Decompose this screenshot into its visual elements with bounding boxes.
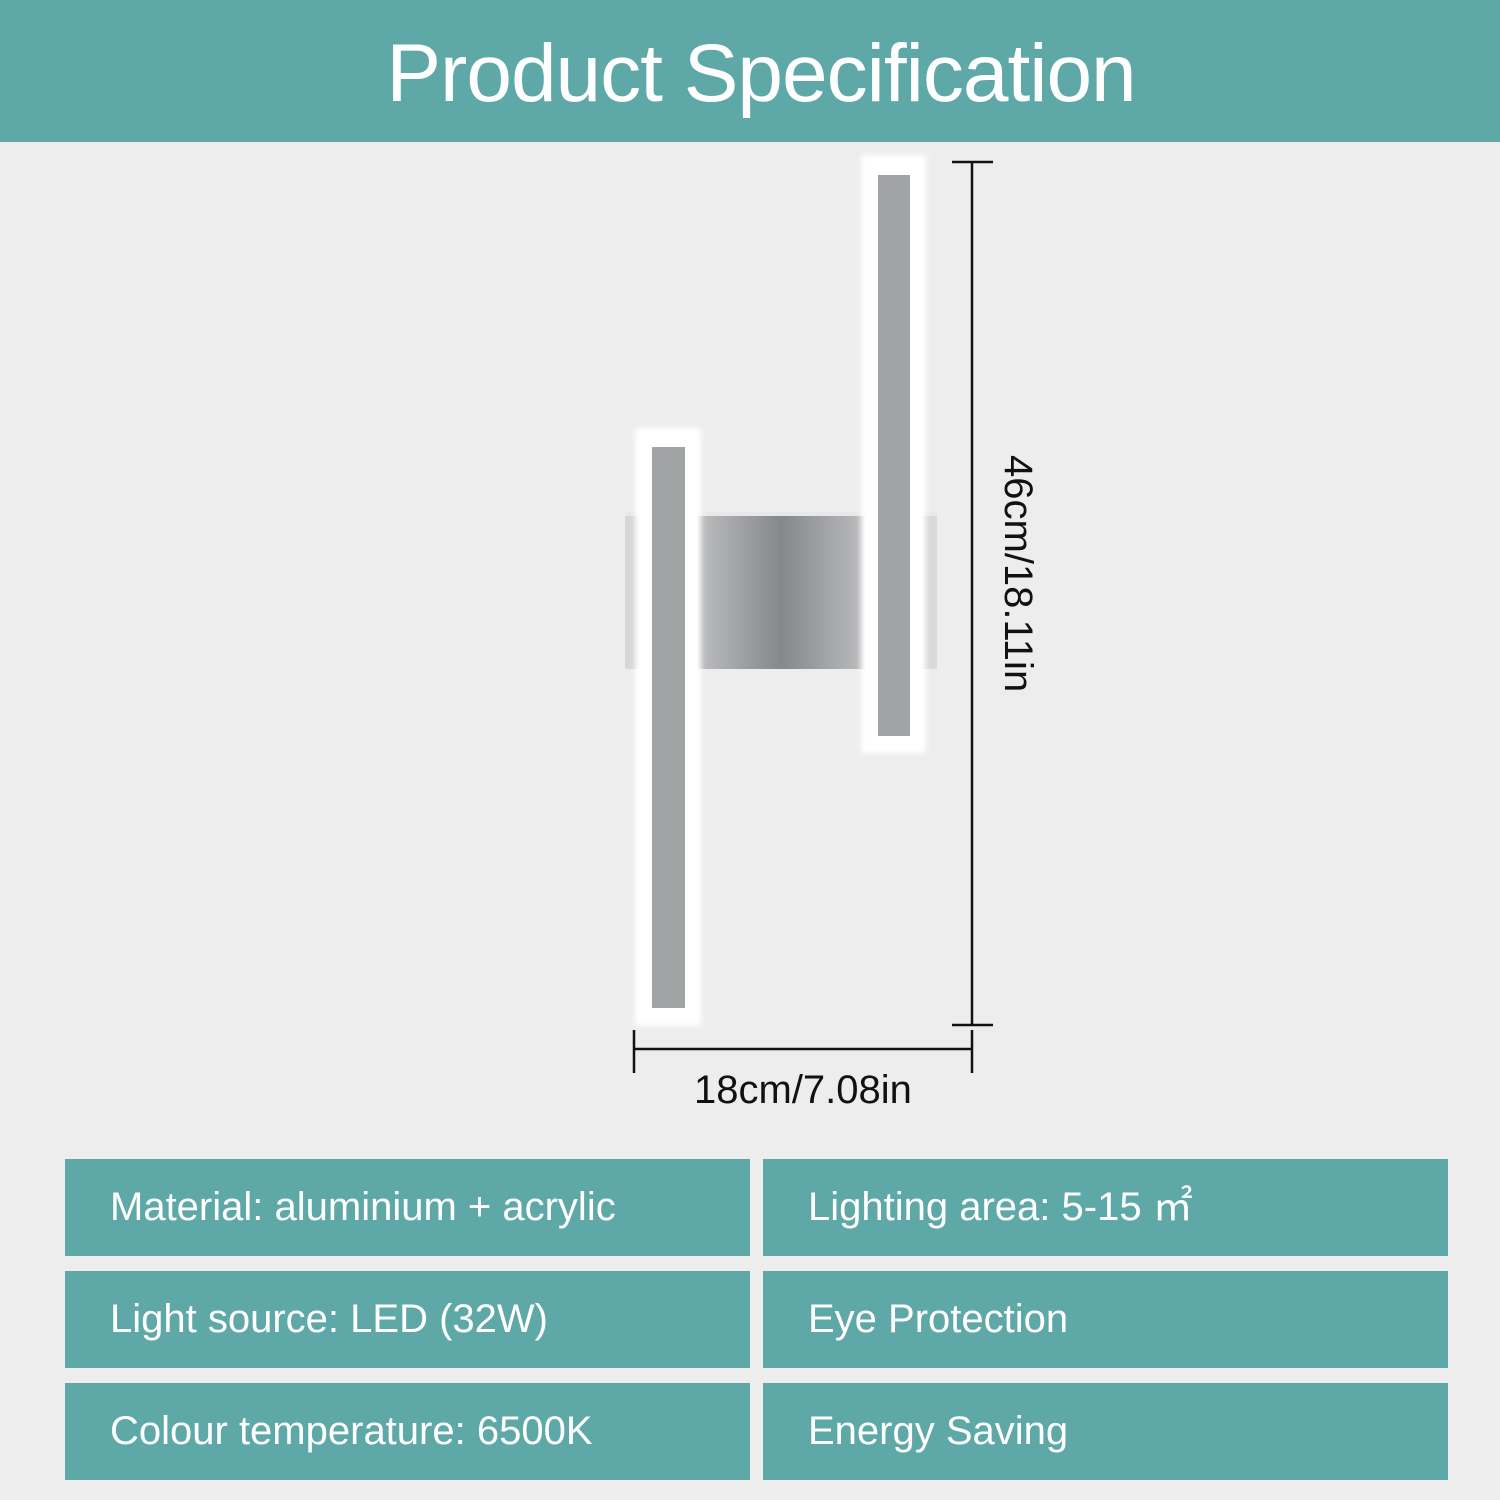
header-banner: Product Specification — [0, 0, 1500, 142]
right-light-bar — [861, 155, 926, 753]
height-dimension-line — [952, 160, 993, 1027]
lamp-diagram — [625, 155, 993, 1073]
spec-colour-temperature: Colour temperature: 6500K — [65, 1383, 750, 1480]
spec-lighting-area: Lighting area: 5-15 ㎡ — [763, 1159, 1448, 1256]
height-dimension-label: 46cm/18.11in — [996, 455, 1040, 693]
width-dimension-label: 18cm/7.08in — [694, 1068, 912, 1112]
spec-material: Material: aluminium + acrylic — [65, 1159, 750, 1256]
spec-eye-protection: Eye Protection — [763, 1271, 1448, 1368]
width-dimension-line — [632, 1030, 974, 1073]
page-title: Product Specification — [386, 28, 1136, 119]
spec-energy-saving: Energy Saving — [763, 1383, 1448, 1480]
spec-light-source: Light source: LED (32W) — [65, 1271, 750, 1368]
left-light-bar — [635, 428, 701, 1026]
